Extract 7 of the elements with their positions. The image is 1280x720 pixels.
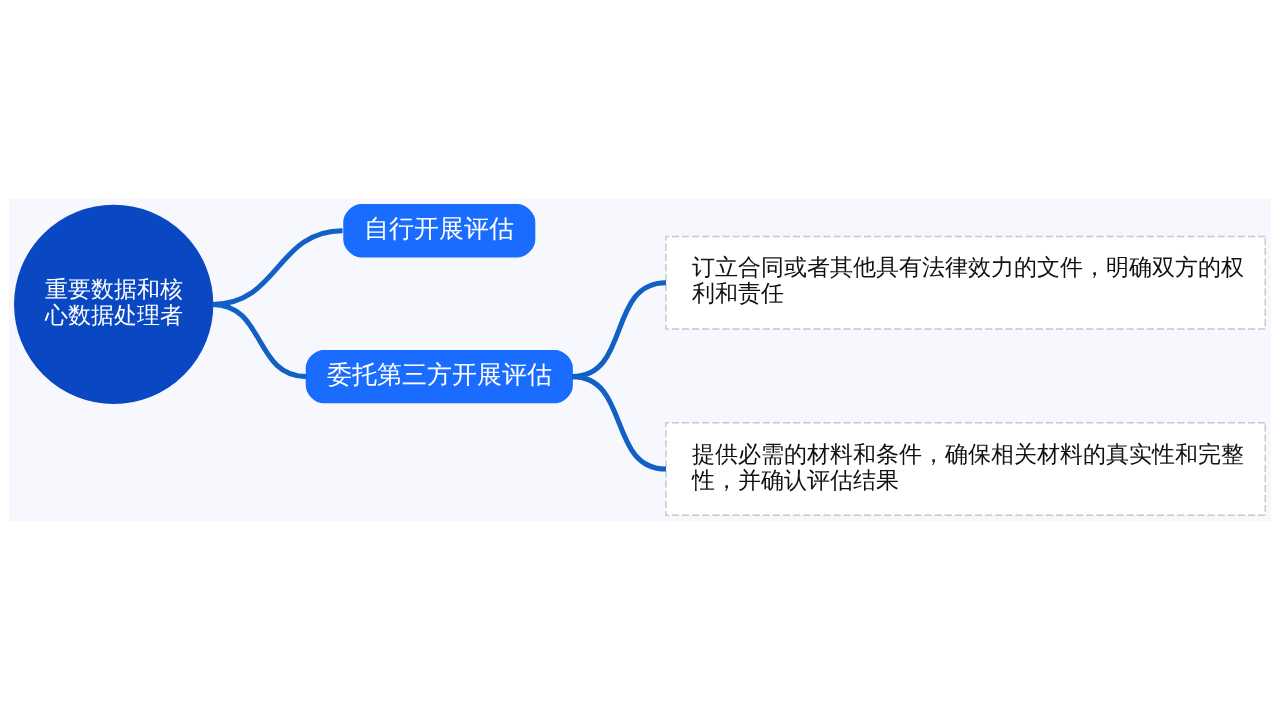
- node-box: 订立合同或者其他具有法律效力的文件，明确双方的权利和责任: [665, 235, 1266, 330]
- node-box: 自行开展评估: [343, 204, 536, 258]
- connector: [212, 301, 307, 380]
- node-circle: 重要数据和核心数据处理者: [14, 204, 214, 405]
- node-box: 委托第三方开展评估: [305, 349, 573, 404]
- connector: [571, 374, 667, 472]
- node-box: 提供必需的材料和条件，确保相关材料的真实性和完整性，并确认评估结果: [665, 422, 1266, 516]
